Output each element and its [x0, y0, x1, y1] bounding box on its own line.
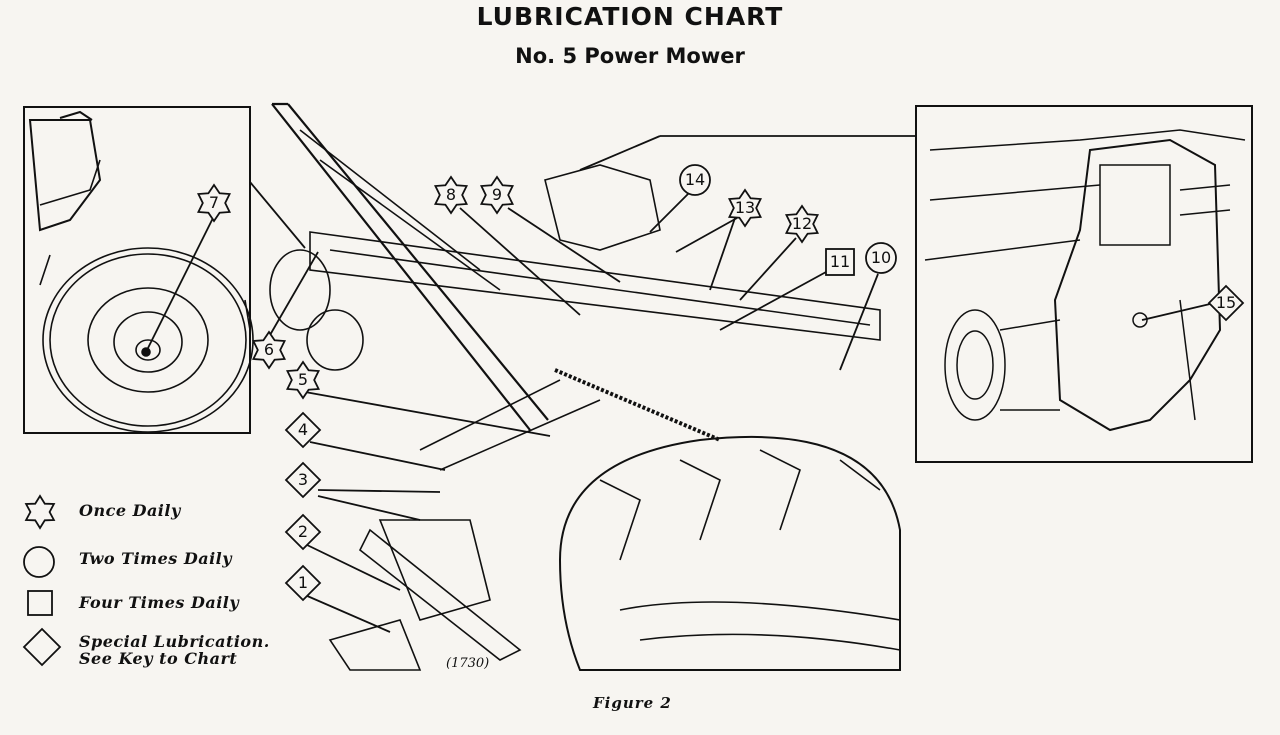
callout-label-5: 5	[297, 370, 309, 389]
callout-diamond-icon-2	[284, 513, 322, 551]
wheel-inset	[23, 106, 254, 434]
chart-title: LUBRICATION CHART	[476, 2, 784, 31]
figure-caption: Figure 2	[593, 694, 672, 712]
legend-special-line1: Special Lubrication.	[79, 632, 270, 651]
legend-circle-icon	[23, 546, 55, 578]
callout-label-4: 4	[297, 420, 309, 439]
callout-label-13: 13	[734, 198, 756, 217]
drawing-code: (1730)	[446, 656, 490, 671]
callout-label-11: 11	[829, 252, 851, 271]
callout-star-icon-12	[785, 204, 819, 244]
legend-diamond-icon	[22, 627, 62, 667]
callout-star-icon-5	[286, 360, 320, 400]
callout-label-6: 6	[263, 340, 275, 359]
callout-label-8: 8	[445, 185, 457, 204]
callout-square-icon-11	[825, 248, 855, 276]
gearbox-inset	[915, 105, 1253, 463]
callout-diamond-icon-15	[1207, 284, 1245, 322]
callout-label-14: 14	[684, 170, 706, 189]
mower-main	[269, 102, 901, 671]
callout-label-3: 3	[297, 470, 309, 489]
callout-label-9: 9	[491, 185, 503, 204]
callout-star-icon-8	[434, 175, 468, 215]
callout-diamond-icon-3	[284, 461, 322, 499]
legend-star-icon	[24, 494, 56, 530]
callout-star-icon-9	[480, 175, 514, 215]
callout-markers	[197, 164, 1245, 602]
legend-two-times-daily: Two Times Daily	[79, 549, 233, 568]
legend-special-line2: See Key to Chart	[79, 649, 238, 668]
legend-symbols	[22, 494, 62, 667]
callout-circle-icon-14	[679, 164, 711, 196]
callout-label-7: 7	[208, 193, 220, 212]
callout-circle-icon-10	[865, 242, 897, 274]
chart-subtitle: No. 5 Power Mower	[515, 44, 745, 68]
legend-once-daily: Once Daily	[79, 501, 181, 520]
callout-label-2: 2	[297, 522, 309, 541]
callout-label-1: 1	[297, 573, 309, 592]
callout-label-15: 15	[1215, 293, 1237, 312]
callout-diamond-icon-1	[284, 564, 322, 602]
callout-label-10: 10	[870, 248, 892, 267]
leader-lines	[145, 135, 1211, 633]
legend-four-times-daily: Four Times Daily	[79, 593, 240, 612]
callout-star-icon-13	[728, 188, 762, 228]
callout-star-icon-7	[197, 183, 231, 223]
callout-diamond-icon-4	[284, 411, 322, 449]
callout-star-icon-6	[252, 330, 286, 370]
legend-square-icon	[27, 590, 53, 616]
callout-label-12: 12	[791, 214, 813, 233]
